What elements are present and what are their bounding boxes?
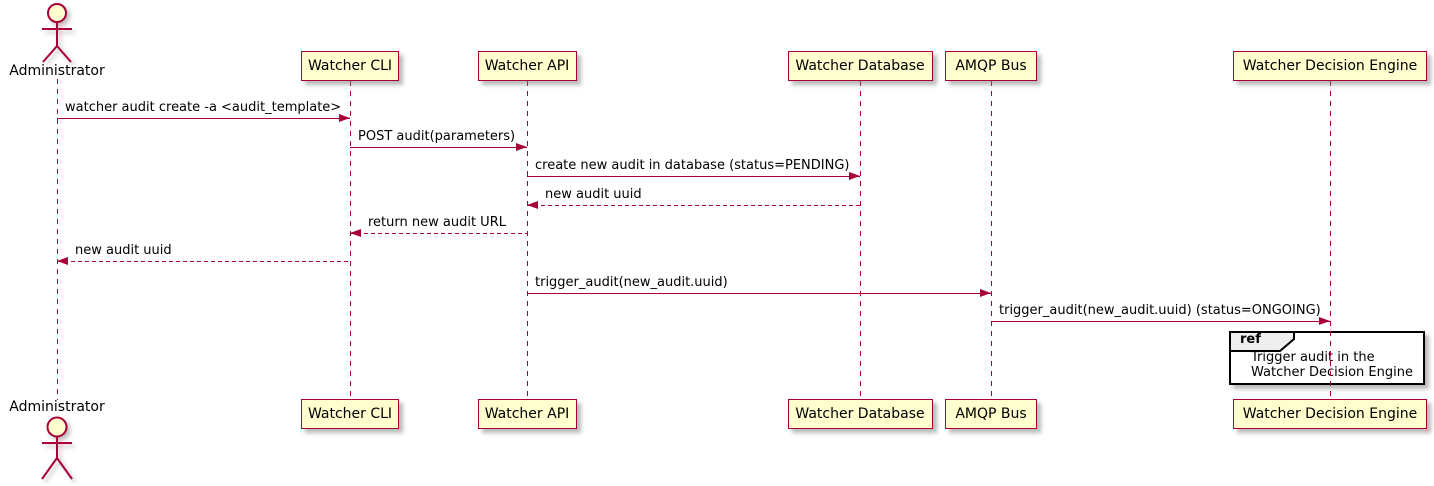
lifeline [57, 79, 58, 400]
participant-box-top: Watcher API [477, 51, 577, 81]
lifeline [1330, 81, 1331, 399]
ref-text: Trigger audit in the Watcher Decision En… [1231, 350, 1423, 380]
arrowhead-icon [339, 114, 350, 122]
message-label: POST audit(parameters) [358, 129, 516, 144]
message-label: trigger_audit(new_audit.uuid) [535, 275, 728, 290]
message-line [350, 147, 527, 148]
actor-icon [42, 3, 72, 63]
arrowhead-icon [350, 229, 361, 237]
ref-keyword: ref [1240, 332, 1261, 347]
message-line [991, 321, 1330, 322]
ref-fragment: ref Trigger audit in the Watcher Decisio… [1229, 331, 1425, 385]
arrowhead-icon [849, 172, 860, 180]
ref-header: ref [1229, 331, 1296, 352]
message-label: create new audit in database (status=PEN… [535, 158, 850, 173]
ref-text-line: Watcher Decision Engine [1251, 365, 1413, 380]
participant-box-bottom: Watcher Database [787, 399, 933, 429]
participant-box-top: Watcher Database [787, 51, 933, 81]
arrowhead-icon [57, 257, 68, 265]
participant-box-bottom: AMQP Bus [945, 399, 1037, 429]
participant-box-bottom: Watcher CLI [301, 399, 399, 429]
message-label: new audit uuid [75, 243, 172, 258]
message-label: return new audit URL [368, 215, 506, 230]
message-line [57, 118, 350, 119]
message-line [527, 176, 860, 177]
message-label: trigger_audit(new_audit.uuid) (status=ON… [999, 303, 1321, 318]
participant-box-top: Watcher Decision Engine [1233, 51, 1427, 81]
arrowhead-icon [516, 143, 527, 151]
actor-label: Administrator [9, 399, 105, 415]
message-label: watcher audit create -a <audit_template> [65, 100, 342, 115]
lifeline [860, 81, 861, 399]
lifeline [991, 81, 992, 399]
ref-text-line: Trigger audit in the [1251, 350, 1375, 365]
participant-box-top: AMQP Bus [945, 51, 1037, 81]
lifeline [350, 81, 351, 399]
message-line [527, 293, 991, 294]
message-line [57, 261, 350, 262]
arrowhead-icon [527, 201, 538, 209]
participant-box-bottom: Watcher Decision Engine [1233, 399, 1427, 429]
actor-icon [41, 416, 73, 480]
message-label: new audit uuid [545, 187, 642, 202]
arrowhead-icon [1319, 317, 1330, 325]
message-line [527, 205, 860, 206]
arrowhead-icon [980, 289, 991, 297]
message-line [350, 233, 527, 234]
participant-box-bottom: Watcher API [477, 399, 577, 429]
participant-box-top: Watcher CLI [301, 51, 399, 81]
lifeline [527, 81, 528, 399]
actor-label: Administrator [9, 63, 105, 79]
